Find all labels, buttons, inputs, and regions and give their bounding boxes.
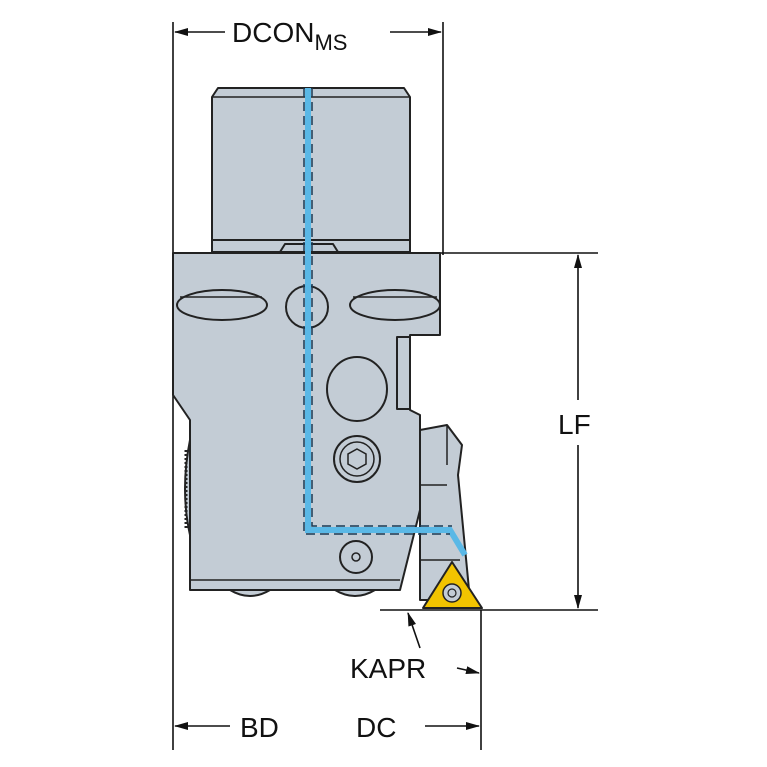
- screw-icon: [339, 540, 373, 574]
- bd-label: BD: [240, 712, 279, 743]
- insert-holder: [419, 424, 471, 601]
- cutting-insert: [422, 561, 483, 609]
- dcon-label: DCONMS: [232, 17, 347, 55]
- coolant-channel: [303, 88, 468, 557]
- kapr-label: KAPR: [350, 653, 426, 684]
- hex-screw-icon: [333, 435, 381, 483]
- lf-label: LF: [558, 409, 591, 440]
- adjustment-hole: [326, 356, 388, 422]
- dimension-arrows: [174, 28, 582, 730]
- dc-label: DC: [356, 712, 396, 743]
- tool-body: [172, 252, 441, 597]
